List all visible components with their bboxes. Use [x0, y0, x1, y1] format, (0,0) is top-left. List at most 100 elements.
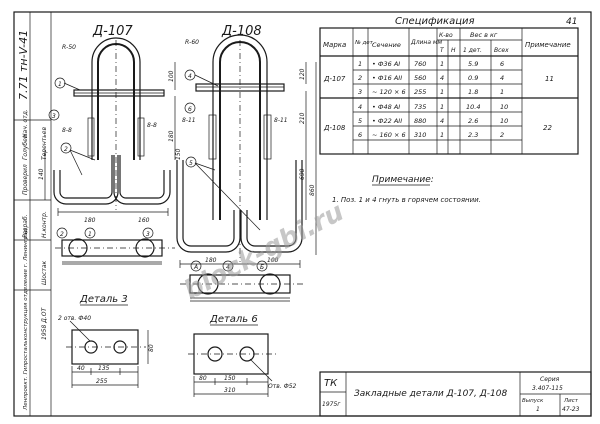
- d107-dim-180w: 180: [84, 217, 96, 224]
- detail-6-dim-310: 310: [224, 387, 236, 394]
- spec-subheader-n: Н: [451, 47, 456, 54]
- spec-cell-length: 255: [414, 88, 426, 96]
- spec-header-mark: Марка: [323, 41, 346, 49]
- d107-pos-3: 3: [52, 113, 56, 120]
- title-block-issue: Выпуск: [522, 398, 544, 404]
- spec-cell-w1: 10.4: [466, 103, 480, 111]
- note-text: 1. Поз. 1 и 4 гнуть в горячем состоянии.: [332, 196, 481, 204]
- detail-3-dim-80: 80: [148, 344, 155, 352]
- spec-cell-section: ~ 160 × 6: [372, 131, 406, 139]
- spec-header-note: Примечание: [525, 41, 571, 49]
- d108-plan: [180, 260, 305, 302]
- d107-elevation: [44, 37, 176, 216]
- spec-cell-length: 880: [414, 117, 426, 125]
- spec-table-grid: [319, 27, 579, 155]
- strip-role-1: Проверил: [22, 164, 29, 195]
- detail-3-plate: [66, 320, 149, 388]
- spec-cell-n: 2: [358, 74, 362, 82]
- spec-header-weight: Вес в кг: [470, 31, 498, 39]
- spec-cell-wall: 6: [500, 60, 504, 68]
- spec-cell-qty: 1: [440, 60, 444, 68]
- spec-row: 1 • Ф36 АI 760 1 5.9 6: [358, 60, 504, 68]
- spec-subheader-one: 1 дет.: [463, 47, 482, 54]
- spec-title: Спецификация: [395, 16, 475, 27]
- d108-dim-690: 690: [299, 168, 306, 180]
- d107-dim-150: 150: [175, 148, 182, 160]
- spec-cell-length: 760: [414, 60, 426, 68]
- detail-6-hole: Отв. Ф52: [268, 383, 297, 390]
- strip-name-4: Шостак: [41, 260, 48, 285]
- spec-cell-qty: 1: [440, 88, 444, 96]
- spec-cell-qty: 1: [440, 131, 444, 139]
- d108-plan-pos-4: 4: [226, 264, 230, 271]
- strip-name-1: Голубев: [22, 134, 29, 160]
- spec-cell-w1: 1.8: [468, 88, 478, 96]
- d108-pos-5: 5: [189, 160, 193, 167]
- spec-cell-wall: 10: [500, 103, 508, 111]
- spec-cell-qty: 1: [440, 103, 444, 111]
- strip-role-4: Н.контр.: [41, 211, 48, 238]
- d108-pos-4: 4: [188, 73, 192, 80]
- spec-cell-section: • Ф36 АI: [372, 60, 400, 68]
- spec-header-section: Сечение: [372, 41, 401, 49]
- detail-6-dim-80: 80: [199, 375, 207, 382]
- d107-plan: [55, 227, 175, 265]
- spec-row: 5 • Ф22 АII 880 4 2.6 10: [358, 117, 508, 125]
- spec-header-qty: К-во: [439, 32, 453, 39]
- title-block-series: Серия: [540, 376, 560, 383]
- spec-group-note: 22: [543, 124, 552, 132]
- spec-group-mark: Д-107: [323, 75, 346, 83]
- spec-cell-wall: 10: [500, 117, 508, 125]
- spec-subheader-t: Т: [440, 47, 445, 54]
- d108-dim-180w: 180: [205, 257, 217, 264]
- d107-dim-140: 140: [38, 168, 45, 180]
- spec-cell-section: • Ф22 АII: [372, 117, 402, 125]
- binding-strip: [13, 11, 52, 417]
- spec-cell-section: ~ 120 × 6: [372, 88, 406, 96]
- spec-cell-qty: 4: [440, 117, 444, 125]
- detail-6-dim-150: 150: [224, 375, 236, 382]
- sheet-number: 41: [566, 17, 577, 27]
- spec-cell-n: 6: [358, 131, 362, 139]
- d108-dim-r60: R-60: [185, 39, 199, 46]
- d107-plan-pos-1: 1: [88, 231, 92, 238]
- strip-name-2: Терентьев: [41, 126, 48, 160]
- spec-row: 2 • Ф16 АII 560 4 0.9 4: [358, 74, 504, 82]
- d107-dim-100: 100: [168, 70, 175, 82]
- d108-dim-120: 120: [299, 68, 306, 80]
- d107-dim-s8a: 8-8: [62, 127, 72, 134]
- d108-dim-s11b: 8-11: [274, 117, 288, 124]
- title-block: [319, 371, 592, 417]
- title-block-issue-no: 1: [536, 406, 540, 413]
- d107-pos-1: 1: [58, 81, 62, 88]
- spec-row: 6 ~ 160 × 6 310 1 2.3 2: [358, 131, 504, 139]
- spec-cell-w1: 2.3: [468, 131, 478, 139]
- spec-header-detail: № дет.: [354, 40, 375, 46]
- spec-cell-w1: 2.6: [468, 117, 478, 125]
- spec-cell-n: 1: [358, 60, 362, 68]
- detail-3-dim-255: 255: [96, 378, 108, 385]
- spec-cell-n: 3: [358, 88, 362, 96]
- spec-cell-n: 5: [358, 117, 362, 125]
- spec-cell-wall: 1: [500, 88, 504, 96]
- spec-subheader-all: Всех: [494, 47, 509, 54]
- detail-3-hole: 2 отв. Ф40: [58, 315, 91, 322]
- spec-group-mark: Д-108: [323, 124, 346, 132]
- title-block-name: Закладные детали Д-107, Д-108: [354, 389, 507, 399]
- detail-3-dim-135: 135: [98, 365, 110, 372]
- title-block-stamp: ТК: [324, 378, 338, 389]
- d108-pos-6: 6: [188, 106, 192, 113]
- d108-dim-s11a: 8-11: [182, 117, 196, 124]
- spec-cell-w1: 5.9: [468, 60, 478, 68]
- strip-org: Ленпроект. Гипростальконструкция отделен…: [23, 228, 29, 411]
- d107-plan-pos-3: 3: [146, 231, 150, 238]
- detail-3-dim-40: 40: [77, 365, 85, 372]
- spec-row: 3 ~ 120 × 6 255 1 1.8 1: [358, 88, 504, 96]
- spec-header-length: Длина мм: [410, 39, 442, 46]
- d108-dim-210: 210: [299, 112, 306, 124]
- title-block-sheet: Лист: [563, 398, 579, 404]
- spec-cell-wall: 2: [500, 131, 504, 139]
- spec-cell-n: 4: [358, 103, 362, 111]
- d107-dim-160: 160: [138, 217, 150, 224]
- detail-6-title: Деталь 6: [209, 314, 258, 325]
